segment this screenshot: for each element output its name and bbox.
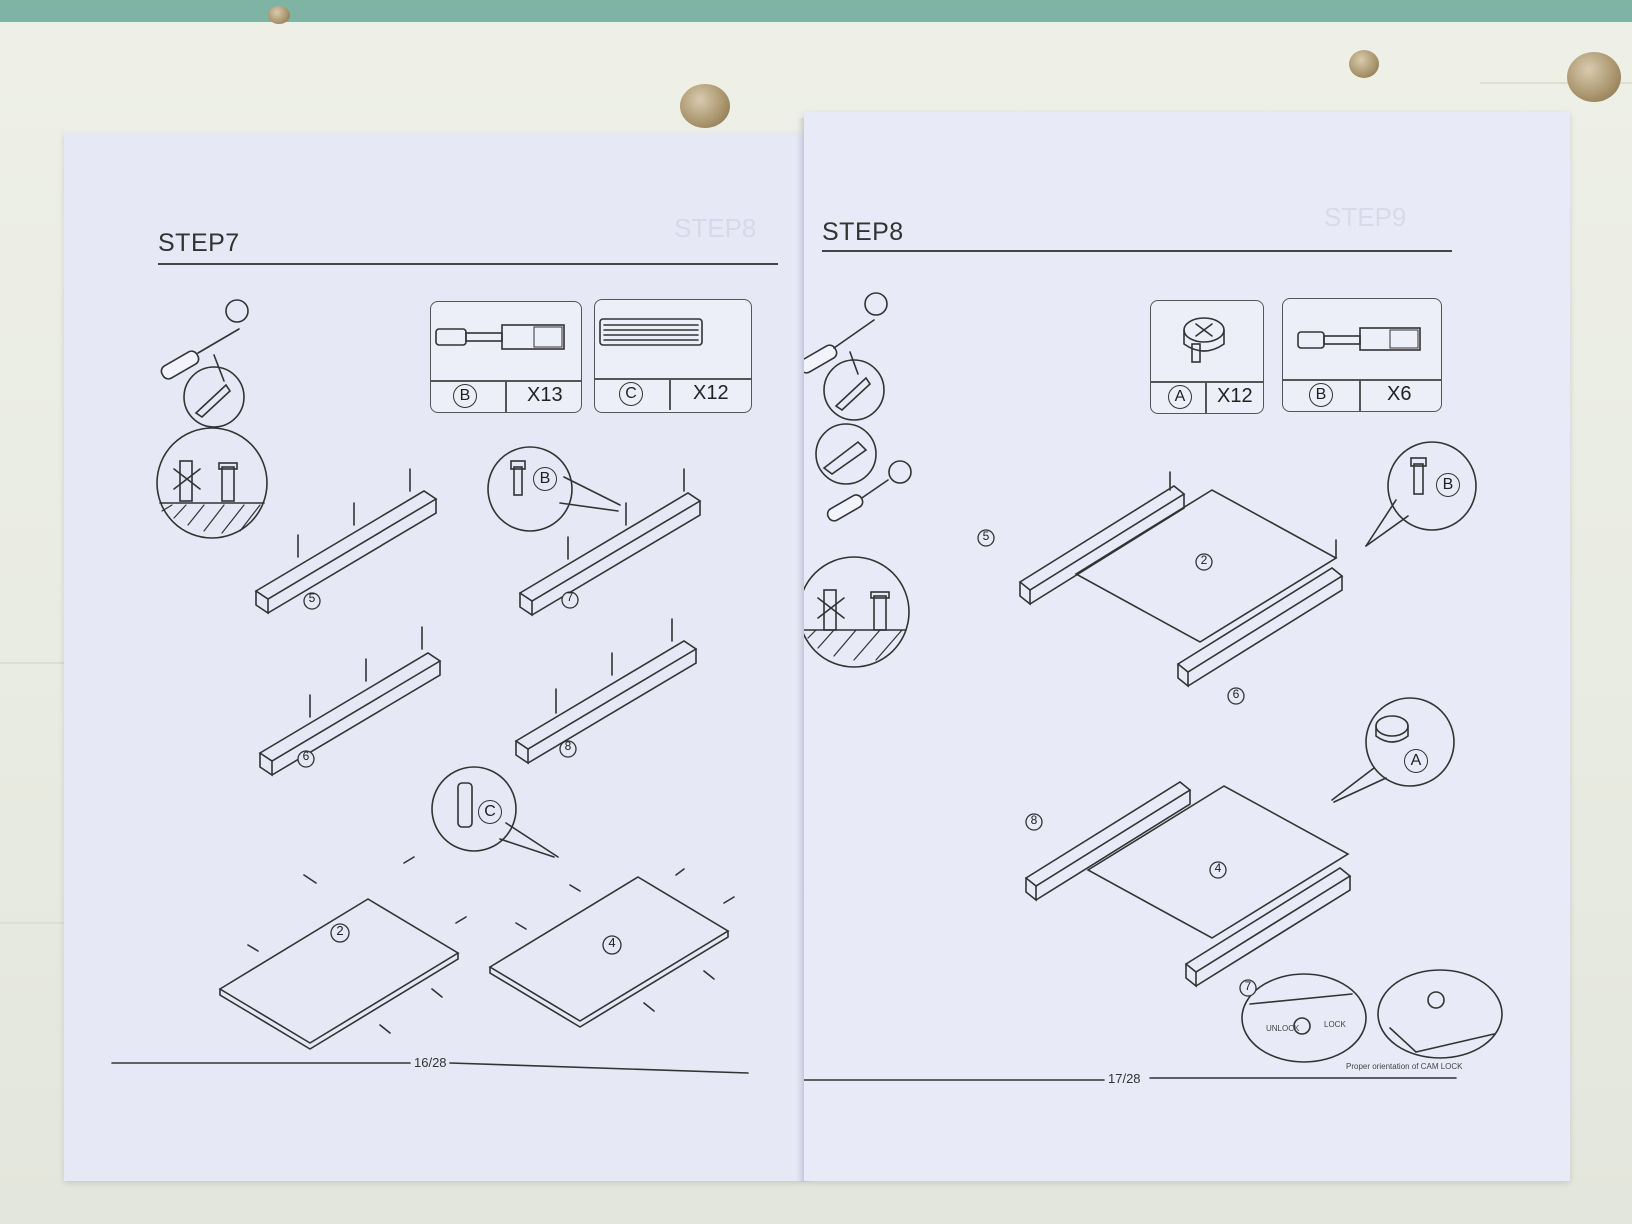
cam-lock-a-icon — [1183, 317, 1225, 363]
assembly-bottom — [1024, 781, 1352, 988]
dowel-b-icon — [1297, 327, 1421, 351]
page-number: 17/28 — [1108, 1071, 1141, 1086]
panel-7 — [518, 468, 702, 617]
part-letter: C — [619, 382, 643, 406]
cam-lock-detail-lock — [1377, 969, 1503, 1059]
panel-6 — [258, 626, 442, 777]
cam-lock-a-callout — [1331, 697, 1455, 803]
cam-lock-unlock-label: UNLOCK — [1266, 1024, 1300, 1033]
step-title: STEP8 — [822, 218, 904, 246]
part-label: 5 — [982, 529, 990, 543]
panel-4 — [488, 868, 735, 1028]
cam-lock-detail-unlock — [1241, 973, 1367, 1063]
screwdriver-icon — [160, 299, 249, 428]
part-label: 2 — [336, 923, 344, 938]
panel-8 — [514, 618, 698, 765]
part-quantity: X12 — [693, 382, 729, 404]
manual-page-left: STEP7 STEP8 B X13 C X12 — [64, 133, 804, 1181]
dowel-peg — [268, 6, 290, 24]
dowel-peg — [680, 84, 730, 128]
part-label: 7 — [1244, 979, 1252, 993]
part-quantity: X6 — [1387, 383, 1412, 405]
title-rule — [822, 250, 1452, 252]
manual-page-right: STEP8 STEP9 A X12 B X6 — [804, 112, 1570, 1181]
panel-2 — [218, 856, 467, 1050]
part-label: 7 — [566, 590, 574, 604]
phillips-screwdriver-icon — [804, 292, 888, 421]
part-letter: A — [1168, 385, 1192, 409]
flathead-screwdriver-icon — [815, 423, 912, 522]
assembly-top — [1018, 471, 1344, 688]
part-label: 5 — [308, 591, 316, 605]
part-box-b: B X6 — [1282, 298, 1442, 412]
footer-rule — [804, 1077, 1457, 1081]
page-number: 16/28 — [414, 1055, 447, 1070]
part-label: 8 — [1030, 813, 1038, 827]
dowel-b-icon — [435, 324, 565, 350]
part-label: 6 — [302, 749, 310, 763]
part-quantity: X12 — [1217, 385, 1253, 407]
dowel-peg — [1567, 52, 1621, 102]
callout-letter: B — [1436, 473, 1460, 497]
cam-lock-lock-label: LOCK — [1324, 1020, 1346, 1029]
part-label: 4 — [1214, 861, 1222, 875]
step-title: STEP7 — [158, 229, 240, 257]
part-quantity: X13 — [527, 384, 563, 406]
part-box-b: B X13 — [430, 301, 582, 413]
footer-rule — [111, 1062, 749, 1074]
part-letter: B — [1309, 383, 1333, 407]
callout-letter: A — [1404, 749, 1428, 773]
cam-lock-caption: Proper orientation of CAM LOCK — [1346, 1062, 1463, 1071]
panel-5 — [254, 468, 438, 615]
part-box-a: A X12 — [1150, 300, 1264, 414]
part-box-c: C X12 — [594, 299, 752, 413]
part-letter: B — [453, 384, 477, 408]
callout-letter: B — [533, 467, 557, 491]
dowel-peg — [1349, 50, 1379, 78]
callout-letter: C — [478, 800, 502, 824]
do-not-overtighten-icon — [804, 556, 910, 668]
step7-drawing — [111, 299, 749, 1074]
part-label: 2 — [1200, 553, 1208, 567]
do-not-overtighten-icon — [156, 427, 268, 539]
part-label: 4 — [608, 935, 616, 950]
step8-drawing — [804, 292, 1503, 1081]
dowel-b-callout — [1365, 441, 1477, 547]
dowel-c-icon — [599, 318, 703, 346]
dowel-c-callout — [431, 766, 559, 858]
dowel-b-callout — [487, 446, 621, 532]
title-rule — [158, 263, 778, 265]
part-label: 6 — [1232, 687, 1240, 701]
part-label: 8 — [564, 739, 572, 753]
